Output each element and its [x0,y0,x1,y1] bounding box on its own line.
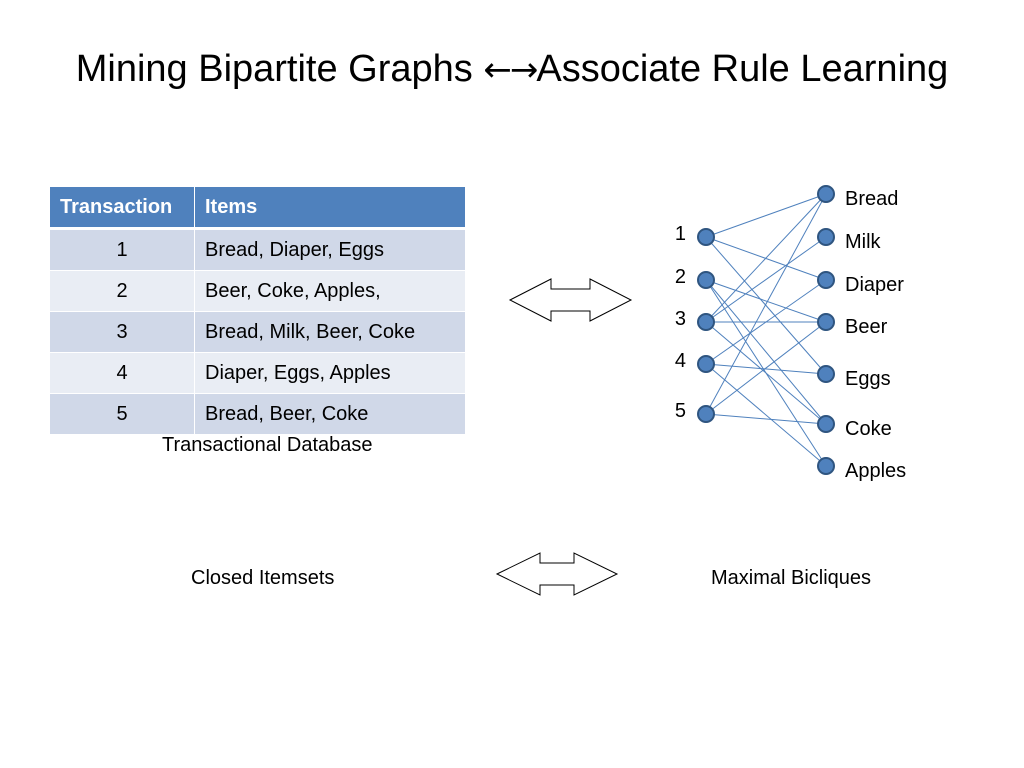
item-node [817,228,835,246]
maximal-bicliques-label: Maximal Bicliques [711,567,872,589]
transaction-label: 5 [675,400,686,422]
graph-edge [705,279,827,323]
table-row: 5 Bread, Beer, Coke [49,393,466,435]
graph-edge [705,279,827,425]
graph-edge [705,236,827,375]
transaction-id-cell: 1 [49,228,195,271]
arrow-right-icon: → [509,50,538,90]
title-left-text: Mining Bipartite Graphs [75,48,484,90]
slide-title: Mining Bipartite Graphs ←→Associate Rule… [0,48,1024,91]
graph-edge [705,321,827,425]
graph-edge [705,413,827,425]
items-cell: Beer, Coke, Apples, [194,270,466,312]
table-row: 4 Diaper, Eggs, Apples [49,352,466,394]
transaction-node [697,271,715,289]
transaction-node [697,313,715,331]
items-cell: Bread, Beer, Coke [194,393,466,435]
table-caption: Transactional Database [162,434,373,456]
table-row: 1 Bread, Diaper, Eggs [49,228,466,271]
table-header-row: Transaction Items [49,186,466,230]
graph-edge [705,363,827,467]
graph-edge [705,363,827,375]
item-node [817,185,835,203]
double-arrow-icon [508,278,633,322]
transaction-nodes: 1 2 3 4 5 [675,223,715,423]
closed-itemsets-label: Closed Itemsets [191,567,335,589]
graph-edge [705,193,827,323]
item-label: Beer [845,316,888,338]
transaction-label: 1 [675,223,686,245]
item-node [817,313,835,331]
item-label: Diaper [845,274,904,296]
item-label: Coke [845,418,892,440]
bidirectional-arrow-icon: ←→ [483,50,538,90]
item-label: Bread [845,188,898,210]
column-header-transaction: Transaction [49,186,195,230]
double-arrow-icon [495,552,619,596]
column-header-items: Items [194,186,466,230]
graph-edge [705,193,827,415]
item-node [817,365,835,383]
transaction-node [697,228,715,246]
item-node [817,415,835,433]
item-node [817,457,835,475]
graph-edges [705,193,827,467]
transaction-table: Transaction Items 1 Bread, Diaper, Eggs … [49,186,466,435]
items-cell: Diaper, Eggs, Apples [194,352,466,394]
arrow-left-icon: ← [483,50,511,90]
item-node [817,271,835,289]
table-row: 3 Bread, Milk, Beer, Coke [49,311,466,353]
graph-edge [705,321,827,415]
graph-edge [705,193,827,238]
transaction-node [697,405,715,423]
item-label: Eggs [845,368,891,390]
transaction-label: 3 [675,308,686,330]
transaction-label: 2 [675,266,686,288]
graph-edge [705,279,827,365]
transaction-id-cell: 5 [49,393,195,435]
items-cell: Bread, Diaper, Eggs [194,228,466,271]
item-label: Milk [845,231,882,253]
graph-edge [705,236,827,323]
transaction-label: 4 [675,350,686,372]
title-right-text: Associate Rule Learning [536,48,949,90]
transaction-node [697,355,715,373]
items-cell: Bread, Milk, Beer, Coke [194,311,466,353]
item-label: Apples [845,460,906,482]
transaction-id-cell: 3 [49,311,195,353]
